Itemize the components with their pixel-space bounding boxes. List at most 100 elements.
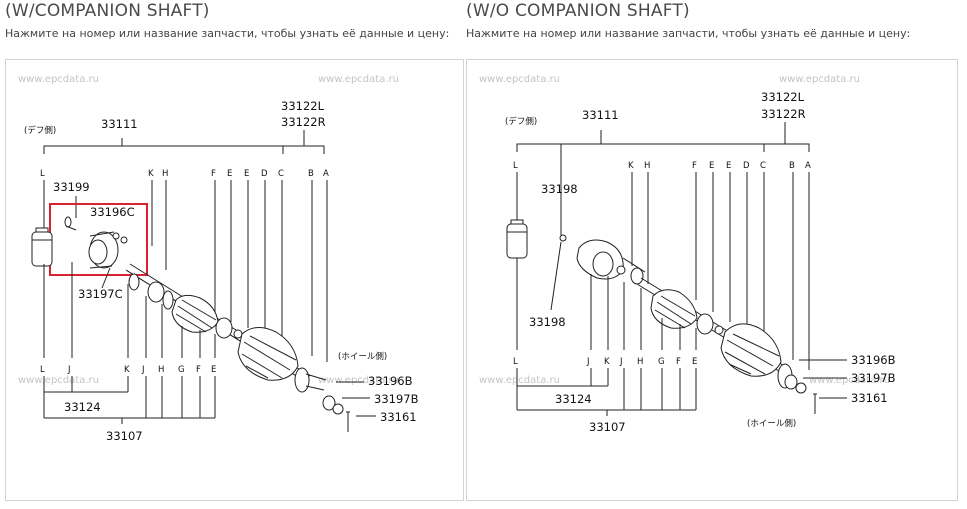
watermark: www.epcdata.ru [18, 74, 99, 85]
outer-boot[interactable] [237, 327, 299, 381]
letter-k: K [604, 357, 610, 367]
instruction-text: Нажмите на номер или название запчасти, … [466, 27, 911, 40]
letter-e: E [244, 169, 249, 179]
part-label-33161[interactable]: 33161 [851, 391, 888, 405]
part-label-33111[interactable]: 33111 [582, 108, 619, 122]
washer-part[interactable] [795, 382, 807, 394]
dust-cover-part[interactable] [31, 231, 53, 267]
letter-d: D [261, 169, 268, 179]
letter-l: L [40, 169, 45, 179]
cotter-pin[interactable] [346, 411, 350, 432]
part-label-33122l[interactable]: 33122L [281, 99, 325, 113]
part-label-33196b[interactable]: 33196B [851, 353, 896, 367]
part-label-33196b[interactable]: 33196B [368, 374, 413, 388]
letter-l: L [513, 357, 518, 367]
letter-l: L [40, 365, 45, 375]
letter-e: E [211, 365, 216, 375]
part-label-33198-bottom[interactable]: 33198 [529, 315, 566, 329]
letter-l: L [513, 161, 518, 171]
part-label-33122l[interactable]: 33122L [761, 90, 805, 104]
clip-part[interactable] [559, 234, 567, 242]
outer-joint[interactable] [294, 367, 310, 393]
letter-k: K [628, 161, 634, 171]
letter-g: G [658, 357, 665, 367]
watermark: www.epcdata.ru [318, 74, 399, 85]
diagram-frame: www.epcdata.ru www.epcdata.ru www.epcdat… [5, 59, 464, 501]
part-label-33124[interactable]: 33124 [64, 400, 101, 414]
part-label-33197b[interactable]: 33197B [851, 371, 896, 385]
letter-h: H [158, 365, 164, 375]
part-label-33111[interactable]: 33111 [101, 117, 138, 131]
part-label-33197c[interactable]: 33197C [78, 287, 123, 301]
letter-j: J [141, 365, 145, 375]
part-label-33124[interactable]: 33124 [555, 392, 592, 406]
bolt-part[interactable] [64, 216, 72, 228]
parts-diagram: www.epcdata.ru www.epcdata.ru www.epcdat… [18, 74, 419, 443]
letter-c: C [760, 161, 766, 171]
letter-a: A [323, 169, 329, 179]
nut-part[interactable] [322, 395, 336, 411]
letter-f: F [676, 357, 681, 367]
letter-c: C [278, 169, 284, 179]
bracket-33111 [43, 138, 284, 154]
side-label-wheel: (ホイール側) [747, 418, 796, 429]
letter-e: E [227, 169, 232, 179]
letter-b: B [789, 161, 795, 171]
letter-j: J [619, 357, 623, 367]
letter-e: E [692, 357, 697, 367]
part-label-33196c[interactable]: 33196C [90, 205, 135, 219]
watermark: www.epcdata.ru [479, 375, 560, 386]
letter-a: A [805, 161, 811, 171]
letter-g: G [178, 365, 185, 375]
letter-k: K [148, 169, 154, 179]
washer-part[interactable] [332, 403, 344, 415]
letter-h: H [644, 161, 650, 171]
part-label-33161[interactable]: 33161 [380, 410, 417, 424]
letter-b: B [308, 169, 314, 179]
bracket-33107 [44, 417, 215, 424]
watermark: www.epcdata.ru [18, 375, 99, 386]
letter-f: F [196, 365, 201, 375]
bracket-33122 [763, 122, 810, 152]
diagram-frame: www.epcdata.ru www.epcdata.ru www.epcdat… [466, 59, 958, 501]
letter-d: D [743, 161, 750, 171]
ring-part[interactable] [147, 281, 165, 303]
parts-diagram: www.epcdata.ru www.epcdata.ru www.epcdat… [479, 74, 896, 434]
letter-h: H [637, 357, 643, 367]
bracket-33111 [516, 130, 765, 152]
part-label-33107[interactable]: 33107 [106, 429, 143, 443]
nut-part[interactable] [784, 374, 798, 390]
letter-k: K [124, 365, 130, 375]
side-label-diff: (デフ側) [505, 116, 537, 127]
panel-title: (W/O COMPANION SHAFT) [466, 1, 690, 21]
panel-title: (W/COMPANION SHAFT) [5, 1, 210, 21]
letter-e: E [726, 161, 731, 171]
outer-boot[interactable] [720, 323, 782, 377]
inner-boot[interactable] [171, 294, 219, 333]
leader-lines [43, 180, 328, 362]
instruction-text: Нажмите на номер или название запчасти, … [5, 27, 450, 40]
inner-boot[interactable] [650, 289, 698, 329]
clip-part[interactable] [128, 273, 140, 291]
side-label-wheel: (ホイール側) [338, 351, 387, 362]
letter-e: E [709, 161, 714, 171]
part-label-33197b[interactable]: 33197B [374, 392, 419, 406]
part-label-33122r[interactable]: 33122R [761, 107, 806, 121]
bracket-33122 [282, 130, 325, 154]
watermark: www.epcdata.ru [809, 375, 890, 386]
side-label-diff: (デフ側) [24, 125, 56, 136]
letter-f: F [211, 169, 216, 179]
part-label-33199[interactable]: 33199 [53, 180, 90, 194]
dust-cover-part[interactable] [506, 223, 528, 259]
cotter-pin[interactable] [813, 393, 817, 414]
part-label-33198-top[interactable]: 33198 [541, 182, 578, 196]
watermark: www.epcdata.ru [479, 74, 560, 85]
part-label-33122r[interactable]: 33122R [281, 115, 326, 129]
letter-j: J [586, 357, 590, 367]
bracket-33107 [517, 409, 696, 416]
letter-f: F [692, 161, 697, 171]
watermark: www.epcdata.ru [318, 375, 399, 386]
part-label-33107[interactable]: 33107 [589, 420, 626, 434]
letter-h: H [162, 169, 168, 179]
watermark: www.epcdata.ru [779, 74, 860, 85]
